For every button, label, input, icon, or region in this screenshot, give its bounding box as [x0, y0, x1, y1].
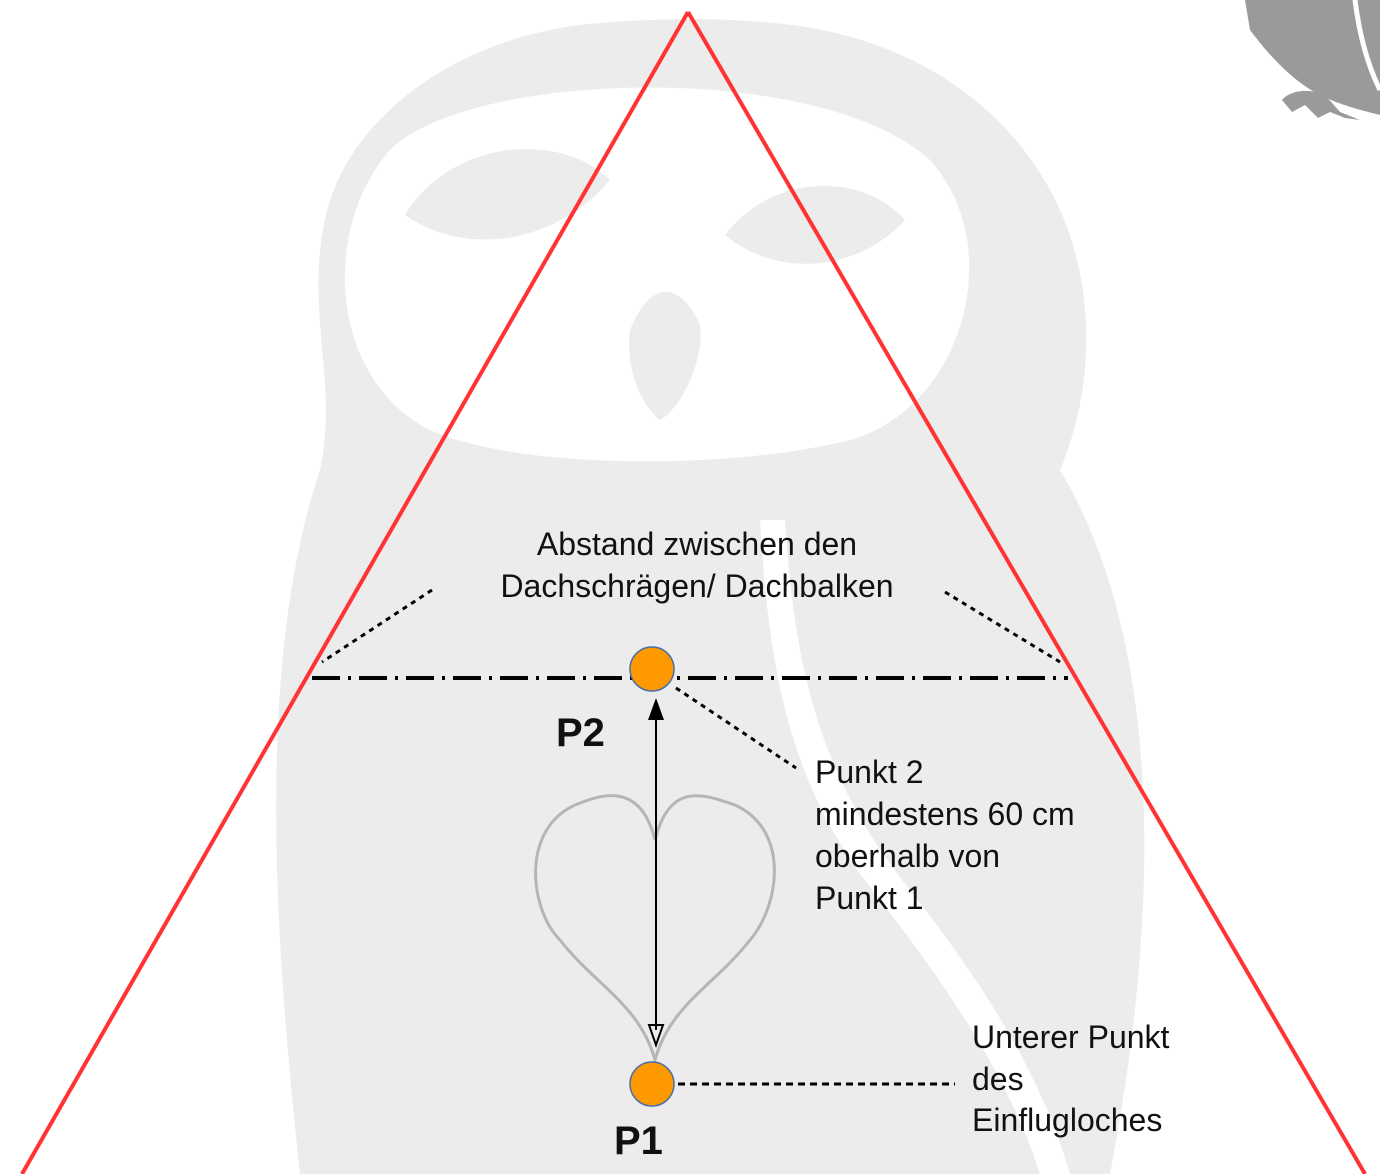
- point2-leader: [675, 686, 797, 770]
- p1-label: P1: [614, 1119, 663, 1163]
- roof-outline: [20, 10, 1367, 1174]
- span-label-line1: Abstand zwischen den: [537, 526, 857, 562]
- arrowhead-down: [647, 1024, 665, 1049]
- roof-right-slope: [686, 10, 1367, 1174]
- span-leader-right: [944, 590, 1061, 664]
- point-p1: [629, 1061, 675, 1107]
- arrowhead-up: [648, 698, 664, 720]
- point2-desc-line1: Punkt 2: [815, 754, 924, 790]
- owl-corner-logo-feather-line: [1352, 0, 1380, 92]
- entrance-desc-line1: Unterer Punkt: [972, 1019, 1170, 1055]
- owl-beak: [629, 291, 701, 420]
- point2-desc-line4: Punkt 1: [815, 880, 924, 916]
- point-p2: [629, 646, 675, 692]
- span-label-line2: Dachschrägen/ Dachbalken: [500, 568, 893, 604]
- entrance-desc-line2: des: [972, 1061, 1024, 1097]
- roof-left-slope: [20, 11, 690, 1174]
- heart-shape: [534, 794, 776, 1066]
- p2-label: P2: [556, 711, 605, 755]
- owl-right-eye: [725, 185, 905, 264]
- span-leader-left: [321, 588, 433, 664]
- owl-left-eye: [405, 149, 610, 240]
- entrance-desc-line3: Einflugloches: [972, 1102, 1162, 1138]
- height-measurement: [647, 698, 665, 1049]
- point2-desc-line3: oberhalb von: [815, 838, 1000, 874]
- owl-watermark: [276, 0, 1380, 1174]
- owl-corner-logo-talons: [1282, 90, 1360, 120]
- point2-desc-line2: mindestens 60 cm: [815, 796, 1075, 832]
- owl-wing-highlight: [760, 520, 1070, 1174]
- owl-corner-logo-wing: [1245, 0, 1380, 115]
